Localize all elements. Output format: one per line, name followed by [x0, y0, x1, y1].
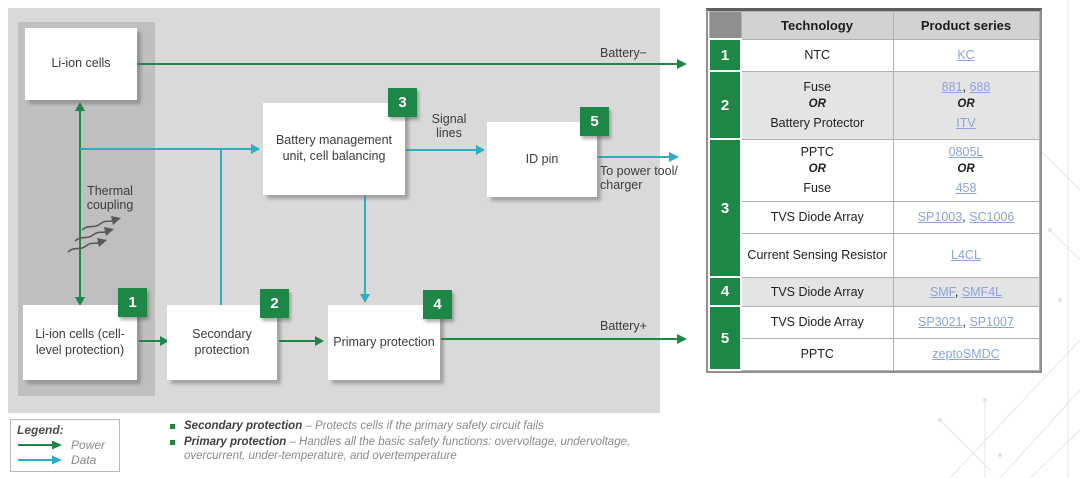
link-458[interactable]: 458 — [955, 180, 977, 195]
link-0805l[interactable]: 0805L — [948, 144, 984, 159]
technology-cell: TVS Diode Array — [740, 276, 894, 307]
row-number: 5 — [708, 305, 742, 371]
product-cell: KC — [892, 38, 1040, 72]
product-cell: L4CL — [892, 232, 1040, 278]
table-header-row: Technology Product series — [708, 11, 1040, 40]
tech-option: Fuse — [803, 79, 832, 94]
separator: , — [962, 79, 970, 94]
table-row-3c: Current Sensing Resistor L4CL — [709, 232, 1040, 278]
thermal-coupling-label: Thermal coupling — [86, 184, 134, 212]
data-arrow-icon — [18, 455, 62, 464]
legend: Legend: Power Data — [10, 419, 120, 472]
technology-header: Technology — [740, 11, 894, 40]
note-primary-protection: Primary protection – Handles all the bas… — [170, 435, 648, 464]
signal-lines-label: Signal lines — [431, 112, 467, 140]
link-688[interactable]: 688 — [969, 79, 991, 94]
row-number: 4 — [708, 276, 742, 307]
row-number: 2 — [708, 70, 742, 140]
link-zeptosmdc[interactable]: zeptoSMDC — [932, 347, 1000, 361]
technology-cell: Fuse OR Battery Protector — [740, 70, 894, 140]
product-cell: 881, 688 OR ITV — [892, 70, 1040, 140]
link-smf4l[interactable]: SMF4L — [961, 284, 1003, 299]
tech-option: Fuse — [803, 180, 832, 195]
or-label: OR — [957, 163, 975, 176]
or-label: OR — [957, 98, 975, 111]
heat-flow-arrows-icon — [67, 216, 121, 253]
table-row-4: 4 TVS Diode Array SMF, SMF4L — [708, 276, 1040, 307]
badge-1: 1 — [118, 288, 147, 317]
product-cell: 0805L OR 458 — [892, 138, 1040, 202]
tech-option: PPTC — [800, 144, 834, 159]
technology-cell: TVS Diode Array — [740, 305, 894, 339]
link-881[interactable]: 881 — [941, 79, 963, 94]
note-term: Primary protection — [184, 435, 287, 448]
badge-3: 3 — [388, 88, 417, 117]
product-cell: SP1003, SC1006 — [892, 200, 1040, 234]
table-corner-cell — [708, 11, 742, 40]
link-sp1007[interactable]: SP1007 — [969, 315, 1014, 329]
badge-2: 2 — [260, 289, 289, 318]
power-arrow-icon — [18, 440, 62, 449]
id-pin-box: ID pin — [487, 122, 597, 197]
liion-cells-bottom-box: Li-ion cells (cell-level protection) — [23, 305, 137, 380]
separator: , — [962, 315, 970, 329]
technology-cell: Current Sensing Resistor — [740, 232, 894, 278]
row-number: 3 — [708, 138, 742, 278]
battery-plus-label: Battery+ — [600, 319, 647, 333]
liion-cells-top-box: Li-ion cells — [25, 28, 137, 100]
battery-management-unit-box: Battery management unit, cell balancing — [263, 103, 405, 195]
primary-protection-box: Primary protection — [328, 305, 440, 380]
legend-power-label: Power — [71, 437, 106, 452]
link-itv[interactable]: ITV — [956, 115, 976, 130]
link-sc1006[interactable]: SC1006 — [969, 210, 1015, 224]
note-term: Secondary protection — [184, 420, 303, 432]
table-row-1: 1 NTC KC — [708, 38, 1040, 72]
table-row-5a: 5 TVS Diode Array SP3021, SP1007 — [708, 305, 1040, 371]
product-cell: zeptoSMDC — [892, 337, 1040, 371]
legend-title: Legend: — [17, 423, 64, 437]
technology-cell: PPTC — [740, 337, 894, 371]
note-desc: – Handles all the basic safety functions… — [184, 435, 631, 463]
row-number: 1 — [708, 38, 742, 72]
link-sp3021[interactable]: SP3021 — [918, 315, 963, 329]
technology-cell: NTC — [740, 38, 894, 72]
link-kc[interactable]: KC — [957, 48, 975, 62]
or-label: OR — [808, 163, 826, 176]
table-row-5b: PPTC zeptoSMDC — [709, 337, 1040, 371]
note-desc: – Protects cells if the primary safety c… — [302, 420, 544, 432]
technology-cell: TVS Diode Array — [740, 200, 894, 234]
badge-5: 5 — [580, 107, 609, 136]
technology-table: Technology Product series 1 NTC KC 2 Fus… — [706, 8, 1042, 373]
bullet-icon — [170, 439, 175, 445]
or-label: OR — [808, 98, 826, 111]
to-power-tool-label: To power tool/ charger — [600, 164, 678, 192]
legend-data-label: Data — [71, 452, 97, 467]
note-secondary-protection: Secondary protection – Protects cells if… — [170, 419, 648, 434]
separator: , — [962, 210, 970, 224]
table-row-2: 2 Fuse OR Battery Protector 881, 688 OR … — [708, 70, 1040, 140]
separator: , — [954, 284, 962, 299]
product-cell: SMF, SMF4L — [892, 276, 1040, 307]
link-sp1003[interactable]: SP1003 — [917, 210, 963, 224]
table-row-3b: TVS Diode Array SP1003, SC1006 — [709, 200, 1040, 234]
link-l4cl[interactable]: L4CL — [951, 248, 981, 262]
footnotes: Secondary protection – Protects cells if… — [170, 419, 648, 465]
badge-4: 4 — [423, 290, 452, 319]
battery-minus-label: Battery− — [600, 46, 647, 60]
product-cell: SP3021, SP1007 — [892, 305, 1040, 339]
secondary-protection-box: Secondary protection — [167, 305, 277, 380]
bullet-icon — [170, 424, 175, 429]
technology-cell: PPTC OR Fuse — [740, 138, 894, 202]
tech-option: Battery Protector — [770, 115, 865, 130]
product-series-header: Product series — [892, 11, 1040, 40]
table-row-3a: 3 PPTC OR Fuse 0805L OR 458 — [708, 138, 1040, 278]
link-smf[interactable]: SMF — [929, 284, 955, 299]
